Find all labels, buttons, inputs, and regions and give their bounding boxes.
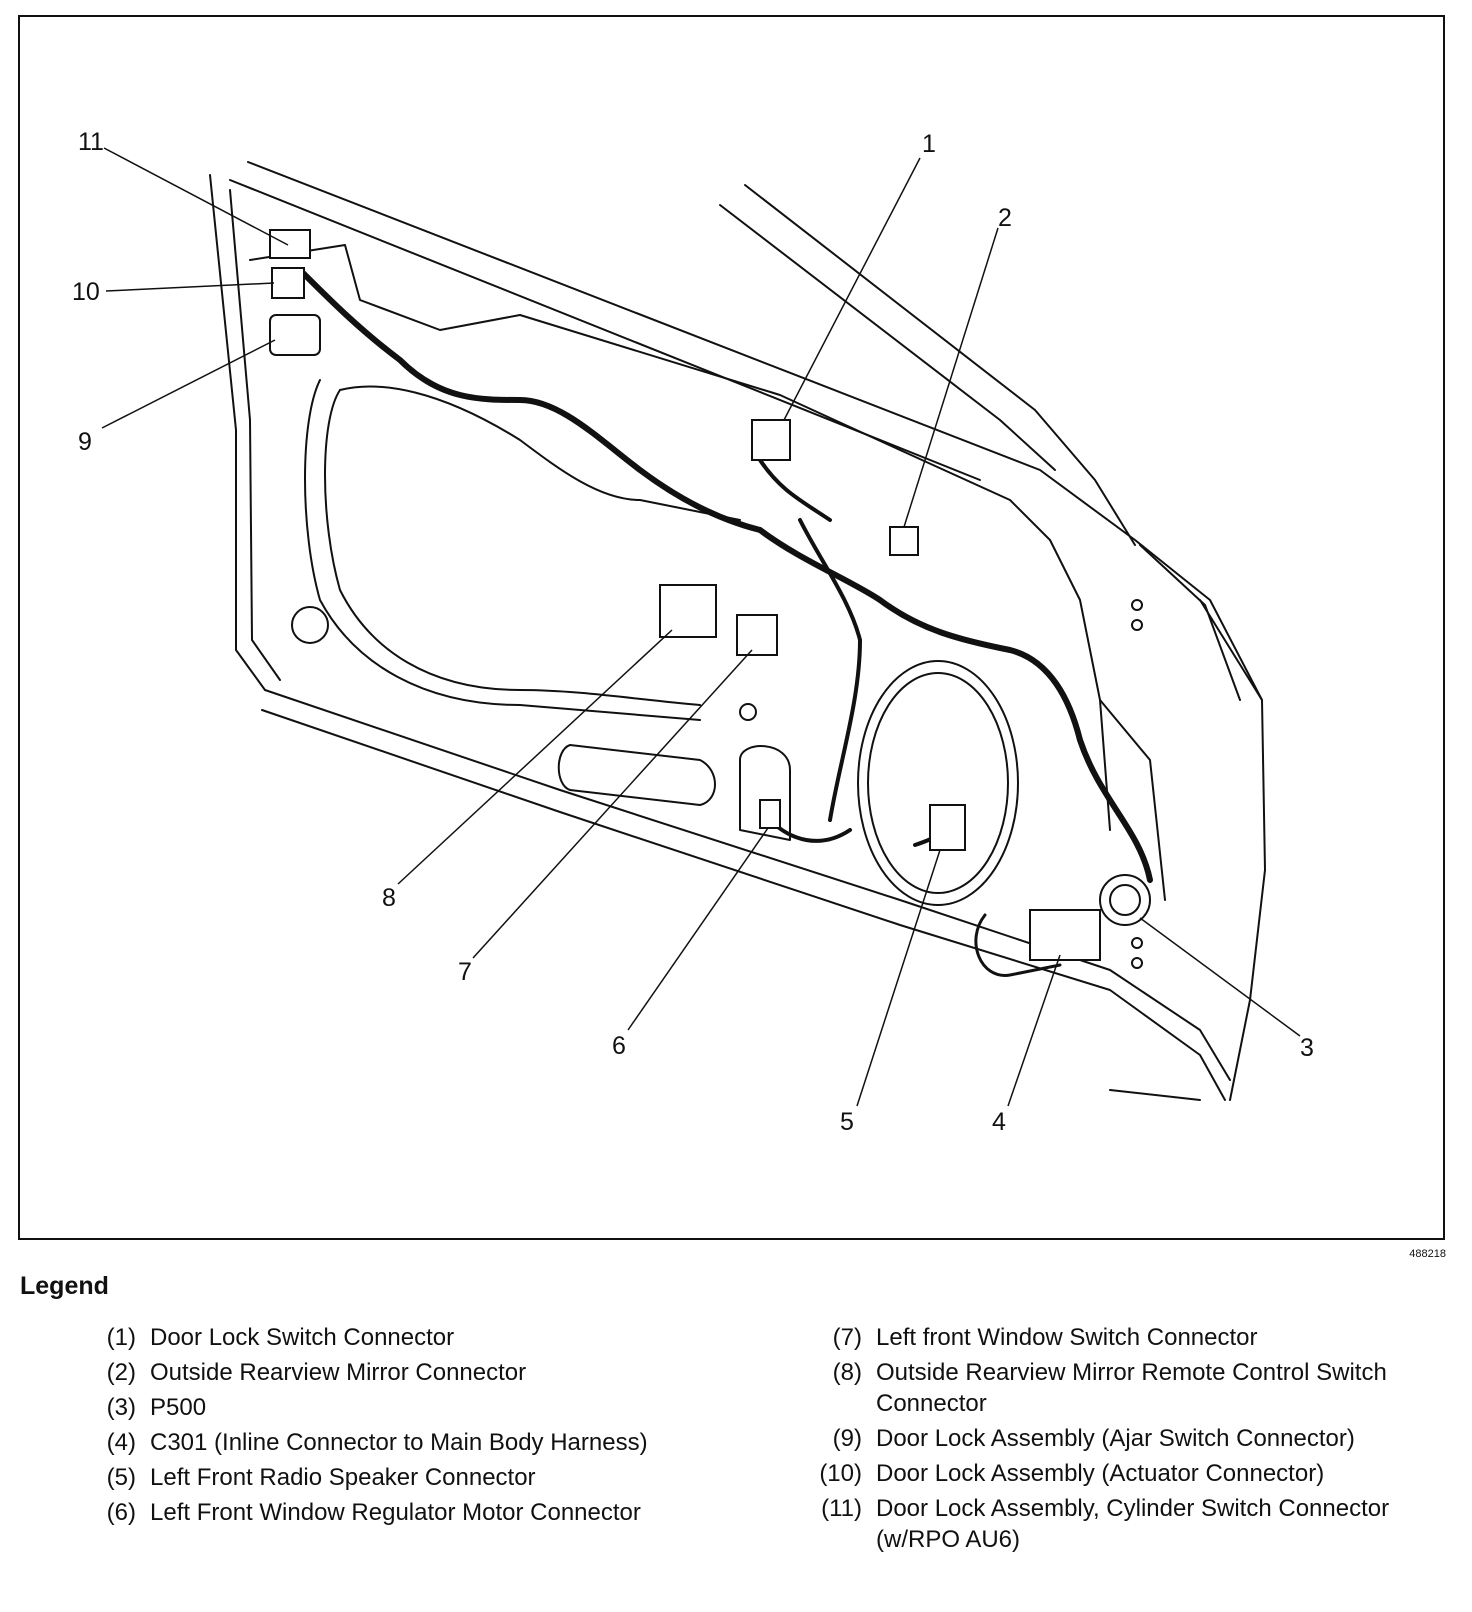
legend-number: (5) — [106, 1464, 136, 1491]
legend-item: (3) P500 — [74, 1392, 714, 1423]
legend-text: Outside Rearview Mirror Remote Control S… — [876, 1359, 1387, 1417]
connector-9-shape — [269, 314, 321, 356]
legend-text: Left Front Radio Speaker Connector — [150, 1464, 536, 1491]
legend-text: C301 (Inline Connector to Main Body Harn… — [150, 1429, 648, 1456]
connector-11-shape — [269, 229, 311, 259]
callout-9: 9 — [78, 428, 92, 456]
legend-text: Left front Window Switch Connector — [876, 1324, 1258, 1351]
legend-item: (4) C301 (Inline Connector to Main Body … — [74, 1427, 714, 1458]
legend-item: (9) Door Lock Assembly (Ajar Switch Conn… — [800, 1423, 1460, 1454]
callout-11: 11 — [78, 128, 104, 156]
callout-5: 5 — [840, 1108, 854, 1136]
legend-number: (1) — [106, 1324, 136, 1351]
connectors — [269, 229, 1101, 961]
callout-6: 6 — [612, 1032, 626, 1060]
legend-number: (10) — [819, 1460, 862, 1487]
callout-10: 10 — [72, 278, 100, 306]
legend-item: (8) Outside Rearview Mirror Remote Contr… — [800, 1357, 1460, 1419]
connector-6-shape — [759, 799, 781, 829]
connector-10-shape — [271, 267, 305, 299]
legend-number: (2) — [106, 1359, 136, 1386]
legend-item: (11) Door Lock Assembly, Cylinder Switch… — [800, 1493, 1460, 1555]
legend-text: Door Lock Assembly (Actuator Connector) — [876, 1460, 1325, 1487]
legend-number: (7) — [832, 1324, 862, 1351]
legend-item: (5) Left Front Radio Speaker Connector — [74, 1462, 714, 1493]
callout-8: 8 — [382, 884, 396, 912]
legend-number: (11) — [821, 1495, 862, 1522]
legend-left-column: (1) Door Lock Switch Connector (2) Outsi… — [74, 1322, 714, 1532]
callout-2: 2 — [998, 204, 1012, 232]
connector-7-shape — [736, 614, 778, 656]
legend-text: Left Front Window Regulator Motor Connec… — [150, 1499, 641, 1526]
legend-title: Legend — [20, 1272, 109, 1300]
legend-number: (6) — [106, 1499, 136, 1526]
door-illustration — [209, 161, 1266, 1101]
legend-item: (6) Left Front Window Regulator Motor Co… — [74, 1497, 714, 1528]
legend-item: (10) Door Lock Assembly (Actuator Connec… — [800, 1458, 1460, 1489]
callout-7: 7 — [458, 958, 472, 986]
connector-4-shape — [1029, 909, 1101, 961]
legend-text: Door Lock Switch Connector — [150, 1324, 455, 1351]
leader-lines — [101, 147, 1301, 1107]
legend-number: (8) — [832, 1359, 862, 1386]
legend-text: Door Lock Assembly (Ajar Switch Connecto… — [876, 1425, 1355, 1452]
callout-4: 4 — [992, 1108, 1006, 1136]
legend-text: P500 — [150, 1394, 207, 1421]
figure-id: 488218 — [1409, 1248, 1446, 1260]
legend-number: (4) — [106, 1429, 136, 1456]
callout-1: 1 — [922, 130, 936, 158]
connector-5-shape — [929, 804, 966, 851]
legend-item: (2) Outside Rearview Mirror Connector — [74, 1357, 714, 1388]
legend-text: Door Lock Assembly, Cylinder Switch Conn… — [876, 1495, 1390, 1553]
callout-labels: 1 2 3 4 5 6 7 8 9 10 11 — [72, 128, 1314, 1136]
diagram-frame — [18, 15, 1445, 1240]
legend-number: (3) — [106, 1394, 136, 1421]
legend-item: (7) Left front Window Switch Connector — [800, 1322, 1460, 1353]
connector-2-shape — [889, 526, 919, 556]
legend-right-column: (7) Left front Window Switch Connector (… — [800, 1322, 1460, 1559]
callout-3: 3 — [1300, 1034, 1314, 1062]
legend-text: Outside Rearview Mirror Connector — [150, 1359, 527, 1386]
connector-1-shape — [751, 419, 791, 461]
legend-item: (1) Door Lock Switch Connector — [74, 1322, 714, 1353]
legend-number: (9) — [832, 1425, 862, 1452]
door-wiring-diagram: 1 2 3 4 5 6 7 8 9 10 11 — [18, 15, 1445, 1240]
connector-8-shape — [659, 584, 717, 638]
